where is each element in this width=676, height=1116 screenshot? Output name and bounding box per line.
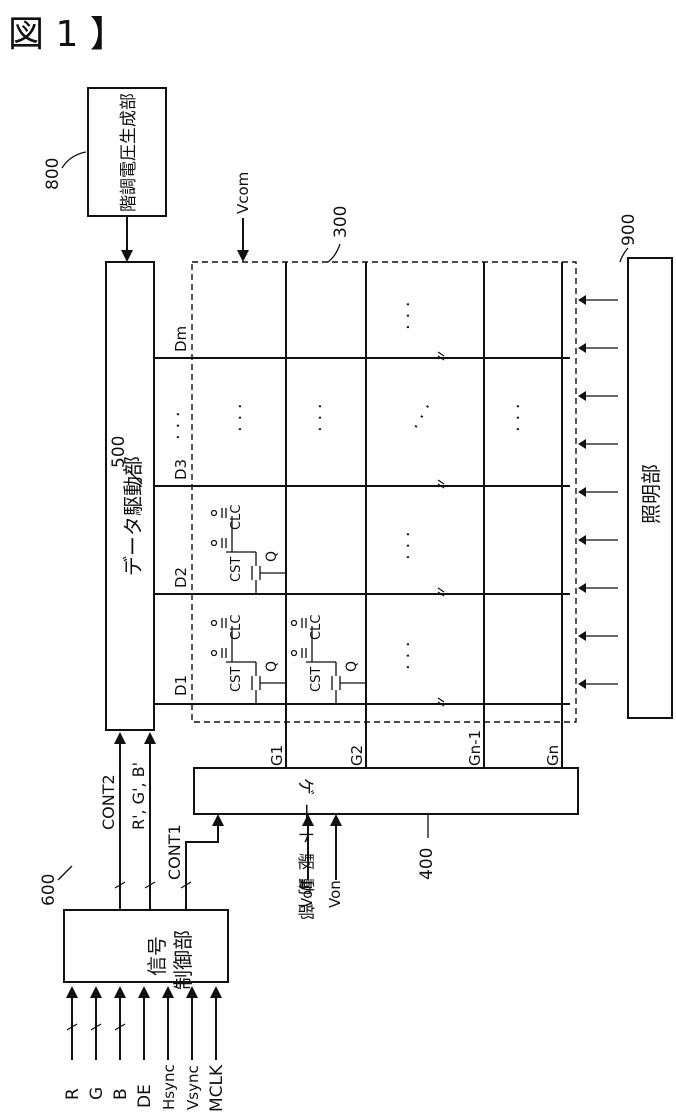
pixel2-clc: CLC [309,615,324,640]
input-de: DE [135,1084,155,1108]
controller-label-line2: 制御部 [171,930,195,990]
svg-text:· · ·: · · · [398,301,419,330]
svg-text:· · ·: · · · [398,641,419,670]
line-break-marks [438,352,444,706]
pixel1-clc: CLC [229,615,244,640]
input-g: G [87,1087,107,1100]
data-line-ellipsis: · · · [168,411,189,440]
svg-text:· · ·: · · · [508,403,529,432]
lighting-ref: 900 [619,214,639,246]
data-line-d1: D1 [172,675,190,696]
input-hsync: Hsync [160,1064,178,1110]
signal-cont2: CONT2 [99,774,118,830]
light-arrows [578,295,618,689]
signal-rgb-prime: R', G', B' [129,762,148,830]
input-arrows [66,986,222,1060]
gate-line-g2: G2 [348,745,366,766]
input-vsync: Vsync [184,1065,202,1110]
gate-line-gn: Gn [544,745,562,766]
data-line-d3: D3 [172,459,190,480]
input-r: R [63,1088,83,1100]
panel-ref: 300 [331,206,351,238]
controller-ref: 600 [39,874,59,906]
gate-line-g1: G1 [268,745,286,766]
controller-label-line1: 信号 [145,936,169,976]
gate-line-gn-1: Gn-1 [466,730,484,766]
data-line-d2: D2 [172,567,190,588]
pixel3-q: Q [264,551,280,562]
pixel1-q: Q [264,661,280,672]
input-mclk: MCLK [207,1064,227,1112]
pixel2-q: Q [344,661,360,672]
input-b: B [111,1088,131,1100]
pixel3-cst: CST [229,557,244,582]
svg-text:· · ·: · · · [398,531,419,560]
gate-driver-block [194,768,578,814]
signal-cont1: CONT1 [165,824,184,880]
gate-power-von: Von [326,880,344,908]
pixel3-clc: CLC [229,505,244,530]
gray-voltage-ref: 800 [43,158,63,190]
pixel1-cst: CST [229,667,244,692]
panel-outline [192,262,576,722]
gate-lines [286,262,562,768]
lighting-label: 照明部 [639,464,663,524]
data-driver-ref: 500 [109,436,129,468]
gate-driver-ref: 400 [417,848,437,880]
gray-voltage-label: 階調電圧生成部 [119,93,139,212]
pixel2-cst: CST [309,667,324,692]
data-line-dm: Dm [172,326,190,352]
data-driver-label: データ駆動部 [121,456,145,576]
svg-text:· · ·: · · · [230,403,251,432]
gate-power-voff: Voff [298,879,316,908]
figure-label: 図 1 】 [8,14,126,55]
svg-text:· · ·: · · · [310,403,331,432]
vcom-label: Vcom [234,172,252,214]
svg-text:· · ·: · · · [406,399,438,434]
